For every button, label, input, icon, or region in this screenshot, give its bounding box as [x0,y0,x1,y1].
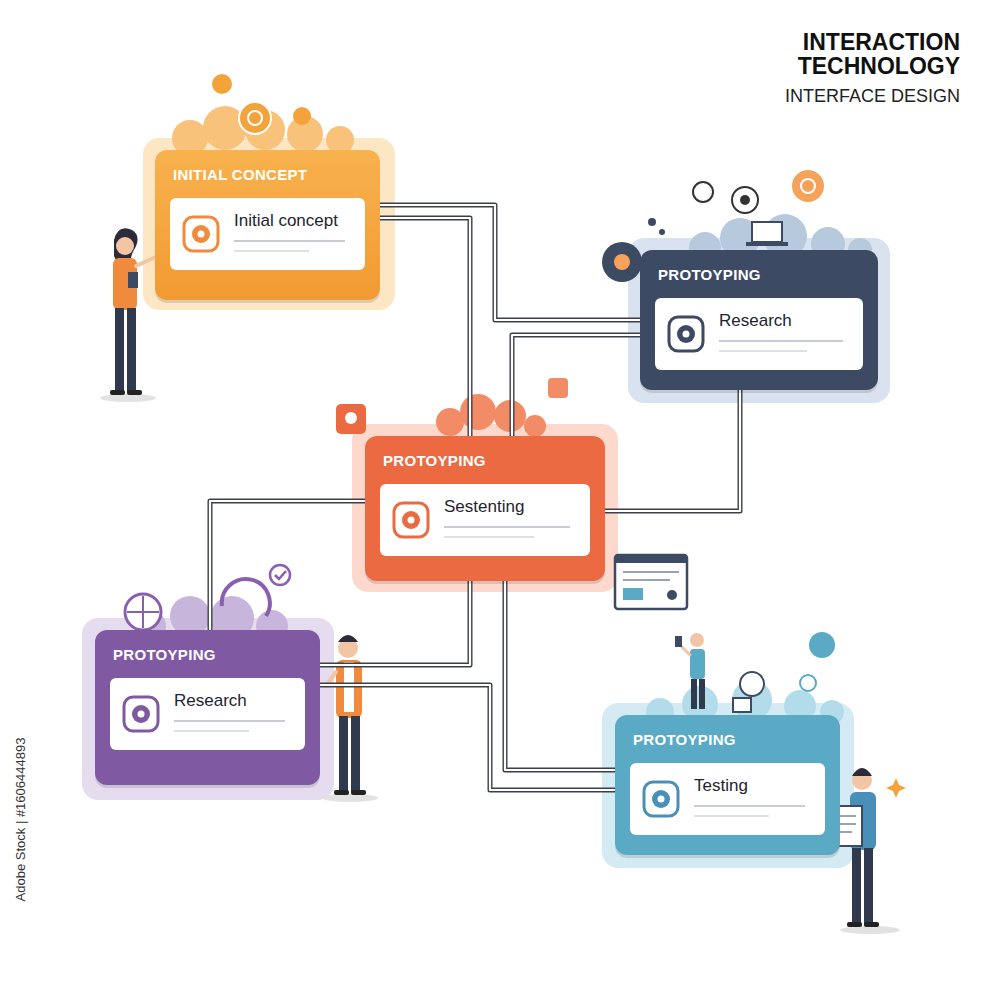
icon [248,111,262,125]
connector-group [320,581,470,665]
halo [143,138,395,310]
halo [352,424,618,592]
icon [125,594,161,630]
connector-core [605,390,740,511]
card-icon [392,501,430,539]
box-heading: INITIAL CONCEPT [173,166,307,183]
dot [659,229,665,235]
content-card: Sestenting [380,484,590,556]
connector-group [380,205,640,320]
icon [792,170,824,202]
content-card: Research [655,298,863,370]
connector-core [210,501,365,630]
lock-icon [345,412,357,424]
card-icon [642,780,680,818]
chat-icon [548,378,568,398]
person [832,768,900,934]
gear-icon [614,254,630,270]
cycle-arrow [222,579,270,616]
connector-group [505,581,615,770]
content-card: Research [110,678,305,750]
box-heading: PROTOYPING [383,452,486,469]
icon [732,187,758,213]
icon [733,698,751,712]
connector-group [605,390,740,511]
subtitle: INTERFACE DESIGN [785,86,960,107]
card-icon [667,315,705,353]
connector [380,218,470,436]
sparkle [886,778,906,798]
process-box: PROTOYPING Testing [615,715,840,855]
icon [801,179,815,193]
connector [605,390,740,511]
icon [239,102,271,134]
connector-core [380,218,470,436]
process-box: PROTOYPING Research [640,250,878,390]
box-heading: PROTOYPING [658,266,761,283]
box-label: Initial concept [234,211,338,231]
connector [320,685,615,790]
title: INTERACTION TECHNOLOGY [755,30,960,79]
icon [127,611,159,613]
connector-core [505,581,615,770]
box-label: Research [719,311,792,331]
icon [212,74,232,94]
box-label: Sestenting [444,497,524,517]
connector-group [210,501,365,630]
card-icon [122,695,160,733]
halo [602,703,854,868]
icon [740,195,750,205]
box-heading: PROTOYPING [113,646,216,663]
connector [320,581,470,665]
connector [210,501,365,630]
person [675,633,705,709]
connector [380,205,640,320]
gear-icon [602,242,642,282]
laptop [752,222,782,242]
connector-group [380,218,470,436]
icon [740,672,764,696]
connector-core [320,685,615,790]
icon [293,107,311,125]
person [100,228,158,402]
connector-core [512,335,640,436]
icon [693,182,713,202]
card-icon [182,215,220,253]
watermark: Adobe Stock | #1606444893 [13,715,28,925]
connector [512,335,640,436]
halo [628,238,890,403]
connector-group [512,335,640,436]
laptop [746,242,788,246]
center-cloud [436,394,546,437]
chat-icon [809,632,835,658]
box-heading: PROTOYPING [633,731,736,748]
halo [82,618,334,800]
icon [275,571,286,579]
dot [648,218,656,226]
content-card: Initial concept [170,198,365,270]
connector-core [320,581,470,665]
icon [270,565,290,585]
process-box: INITIAL CONCEPT Initial concept [155,150,380,300]
icon [800,675,816,691]
content-card: Testing [630,763,825,835]
box-label: Testing [694,776,748,796]
connector-group [320,685,615,790]
box-label: Research [174,691,247,711]
person [322,635,378,802]
process-box: PROTOYPING Sestenting [365,436,605,581]
connector-core [380,205,640,320]
process-box: PROTOYPING Research [95,630,320,785]
lock-icon [336,404,366,434]
connector [505,581,615,770]
screen [615,555,687,609]
